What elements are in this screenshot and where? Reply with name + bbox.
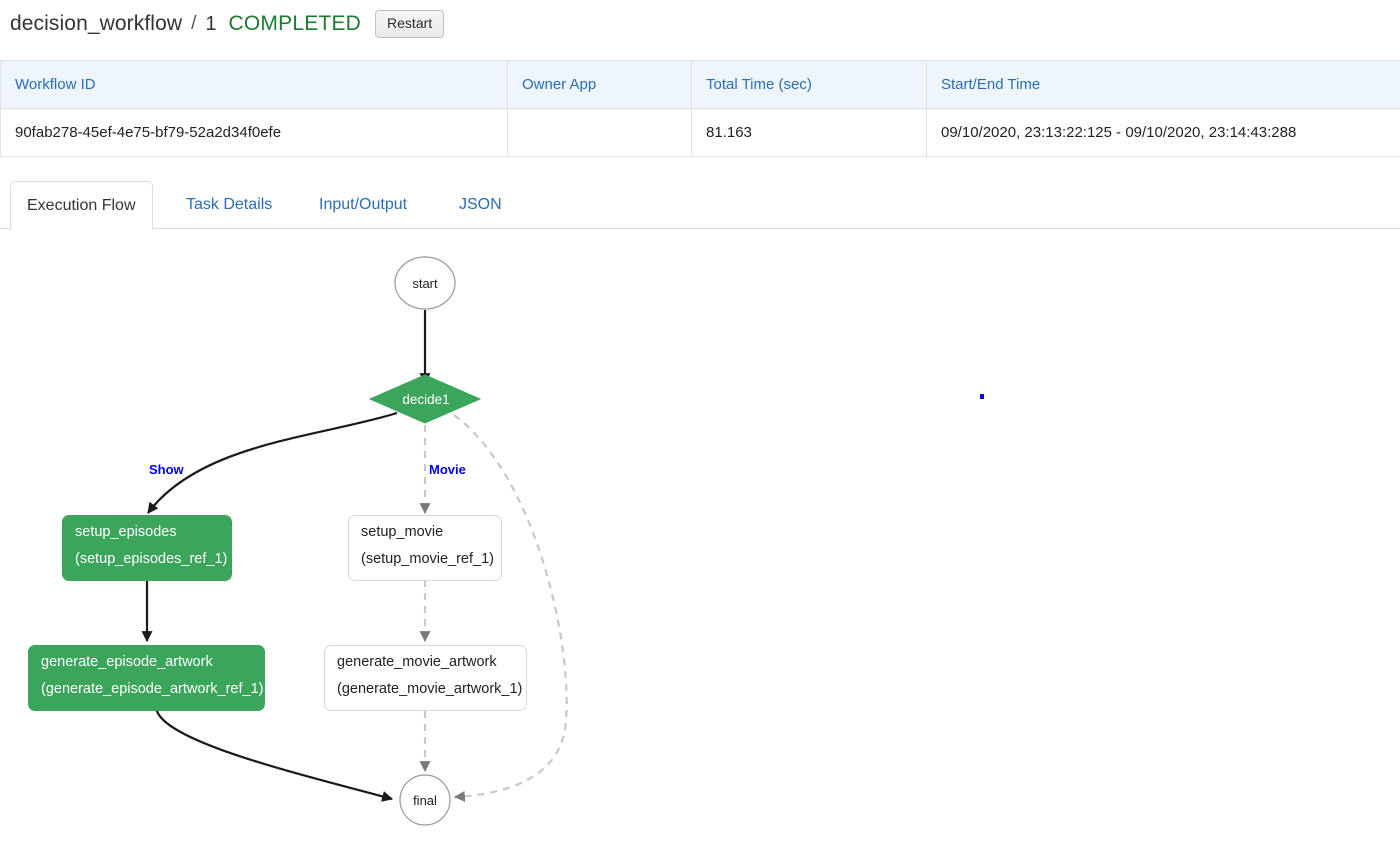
edge-decide1-to-final xyxy=(453,414,568,802)
node-generate-movie-artwork[interactable]: generate_movie_artwork (generate_movie_a… xyxy=(324,645,527,711)
cell-owner-app xyxy=(507,108,692,157)
node-setup-episodes-title: setup_episodes xyxy=(75,524,177,540)
edge-label-movie: Movie xyxy=(429,462,466,477)
cell-workflow-id: 90fab278-45ef-4e75-bf79-52a2d34f0efe xyxy=(0,108,508,157)
table-header-row: Workflow ID Owner App Total Time (sec) S… xyxy=(0,60,1400,109)
execution-flow-graph: start decide1 Show Movie xyxy=(0,229,1400,843)
workflow-version: 1 xyxy=(205,12,217,35)
node-generate-episode-artwork[interactable]: generate_episode_artwork (generate_episo… xyxy=(28,645,265,711)
decide1-diamond-shape xyxy=(368,374,482,424)
stray-marker-dot xyxy=(980,394,984,399)
workflow-summary-table: Workflow ID Owner App Total Time (sec) S… xyxy=(0,60,1400,157)
cell-start-end-time: 09/10/2020, 23:13:22:125 - 09/10/2020, 2… xyxy=(926,108,1400,157)
node-setup-episodes-ref: (setup_episodes_ref_1) xyxy=(75,551,228,568)
status-badge: COMPLETED xyxy=(228,12,362,35)
table-row: 90fab278-45ef-4e75-bf79-52a2d34f0efe 81.… xyxy=(0,108,1400,157)
tab-input-output[interactable]: Input/Output xyxy=(319,196,408,213)
tab-execution-flow[interactable]: Execution Flow xyxy=(10,181,153,230)
edge-decide1-to-setup-episodes xyxy=(147,411,398,514)
node-setup-episodes[interactable]: setup_episodes (setup_episodes_ref_1) xyxy=(62,515,232,581)
node-start[interactable]: start xyxy=(394,256,456,310)
node-generate-episode-artwork-ref: (generate_episode_artwork_ref_1) xyxy=(41,681,264,698)
final-ellipse-shape xyxy=(399,774,451,826)
workflow-name: decision_workflow xyxy=(10,12,183,35)
node-decide1-label: decide1 xyxy=(402,392,449,407)
node-start-label: start xyxy=(412,276,438,291)
column-header-start-end-time: Start/End Time xyxy=(926,60,1400,109)
tab-task-details[interactable]: Task Details xyxy=(186,196,273,213)
tab-bar: Execution Flow Task Details Input/Output… xyxy=(0,181,1400,230)
node-setup-movie-title: setup_movie xyxy=(361,524,444,540)
column-header-total-time: Total Time (sec) xyxy=(691,60,927,109)
column-header-workflow-id: Workflow ID xyxy=(0,60,508,109)
page-header: decision_workflow / 1 COMPLETED Restart xyxy=(0,0,1400,48)
node-generate-episode-artwork-title: generate_episode_artwork xyxy=(41,654,213,670)
edge-label-show: Show xyxy=(149,462,185,477)
node-final[interactable]: final xyxy=(399,774,451,826)
start-ellipse-shape xyxy=(394,256,456,310)
node-generate-movie-artwork-title: generate_movie_artwork xyxy=(337,654,497,670)
node-decide1[interactable]: decide1 xyxy=(368,374,482,424)
edge-generate-episode-artwork-to-final xyxy=(154,706,394,802)
breadcrumb-separator: / xyxy=(191,13,197,34)
restart-button[interactable]: Restart xyxy=(375,9,445,39)
tab-json[interactable]: JSON xyxy=(459,196,502,213)
node-final-label: final xyxy=(413,793,437,808)
node-setup-movie[interactable]: setup_movie (setup_movie_ref_1) xyxy=(348,515,502,581)
cell-total-time: 81.163 xyxy=(691,108,927,157)
node-setup-movie-ref: (setup_movie_ref_1) xyxy=(361,551,494,568)
column-header-owner-app: Owner App xyxy=(507,60,692,109)
node-generate-movie-artwork-ref: (generate_movie_artwork_1) xyxy=(337,681,523,698)
graph-canvas: start decide1 Show Movie xyxy=(141,256,568,826)
